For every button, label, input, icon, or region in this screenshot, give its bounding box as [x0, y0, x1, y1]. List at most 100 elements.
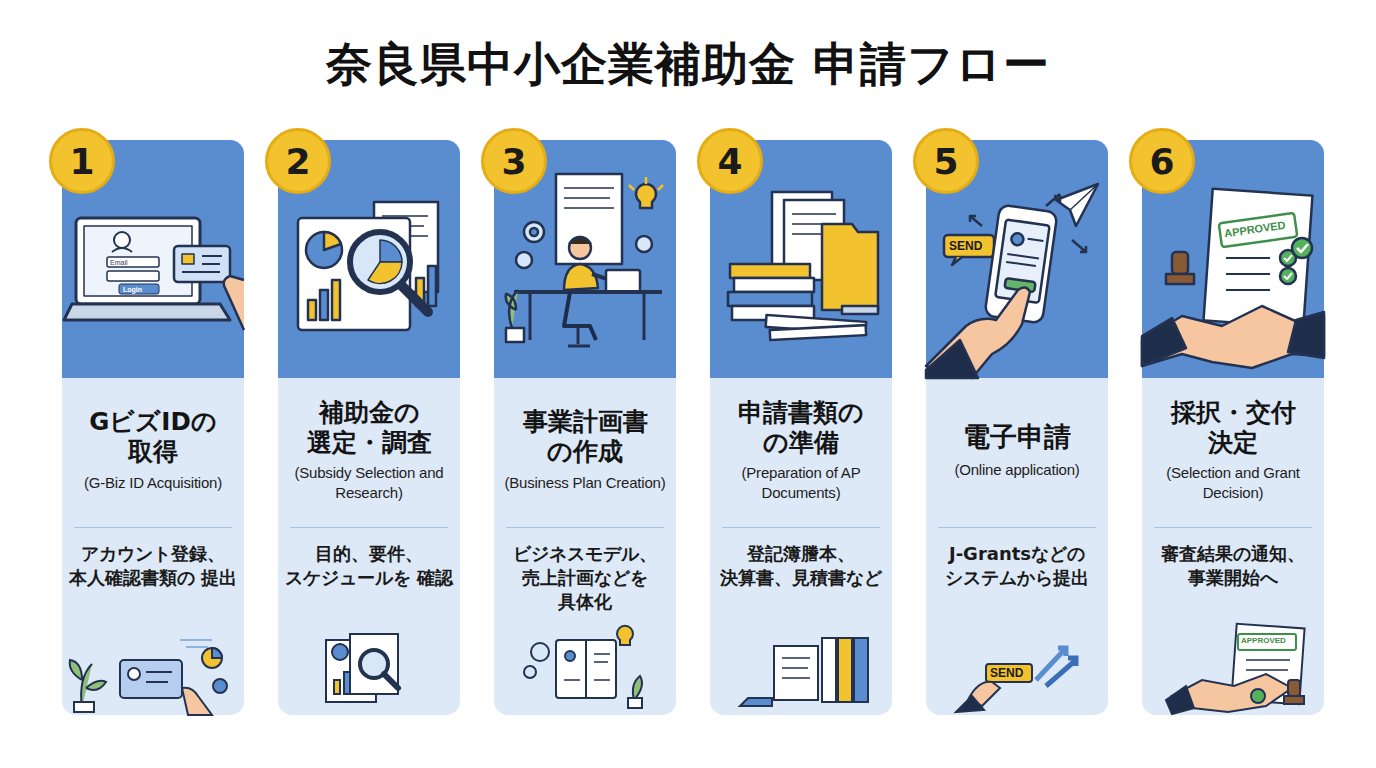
step-title: GビズIDの 取得: [62, 407, 244, 467]
approval-icon-part: [1166, 274, 1194, 284]
phone-icon-part: [944, 235, 994, 257]
card-heading: 事業計画書 の作成(Business Plan Creation): [494, 380, 676, 520]
approval-icon-part: [1204, 189, 1313, 328]
step-number: 2: [285, 141, 310, 182]
step-number-circle: 3: [481, 128, 547, 194]
planning-icon-part: [514, 290, 662, 294]
approval-icon: [1142, 189, 1324, 368]
step-card: 電子申請(Online application) J-Grantsなどの システム…: [926, 140, 1108, 715]
card-heading: 補助金の 選定・調査(Subsidy Selection and Researc…: [278, 380, 460, 520]
planning-small-icon-part: [585, 640, 587, 698]
research-small-icon-part: [350, 634, 398, 694]
step-subtitle: (Preparation of AP Documents): [710, 463, 892, 502]
documents-icon-part: [770, 325, 866, 340]
id-card-icon-part: [128, 668, 140, 680]
send-small-icon-part: [1046, 658, 1076, 686]
approval-icon-part: [1219, 213, 1298, 247]
send-small-icon-part: [956, 696, 984, 712]
id-card-icon-part: [182, 688, 212, 715]
step-description-area: J-Grantsなどの システムから提出: [938, 527, 1096, 590]
id-card-icon-part: [213, 679, 227, 693]
approval-small-icon-part: [1251, 689, 1265, 703]
laptop-icon-part: [174, 246, 230, 282]
planning-small-icon-part: [565, 651, 575, 661]
send-small-icon-part: [986, 664, 1032, 682]
research-icon-part: [320, 290, 328, 320]
approval-icon-part: [1297, 244, 1308, 252]
documents-small-icon-part: [782, 658, 810, 678]
card-heading: 電子申請(Online application): [926, 380, 1108, 520]
diagram-title: 奈良県中小企業補助金 申請フロー: [0, 34, 1376, 96]
planning-icon-part: [636, 236, 652, 252]
step-title: 補助金の 選定・調査: [278, 398, 460, 458]
illustration-label: APPROVED: [1241, 636, 1286, 646]
planning-icon-part: [564, 188, 614, 208]
approval-small-icon-part: [1238, 634, 1296, 650]
planning-icon: [506, 174, 663, 346]
id-card-icon-part: [212, 648, 222, 658]
id-card-icon-part: [202, 648, 222, 668]
id-card-icon-part: [70, 660, 106, 708]
planning-icon-part: [516, 252, 532, 268]
card-heading: 申請書類の の準備 (Preparation of AP Documents): [710, 380, 892, 520]
phone-icon-part: [1011, 232, 1025, 246]
planning-small-icon-part: [564, 654, 610, 680]
approval-small-icon-part: [1246, 660, 1290, 670]
phone-icon: [926, 184, 1098, 378]
id-card-icon: [70, 640, 227, 715]
phone-icon-part: [970, 216, 982, 226]
step-number-circle: 1: [49, 128, 115, 194]
step-description: 登記簿謄本、 決算書、見積書など: [714, 542, 888, 590]
step-card: 申請書類の の準備 (Preparation of AP Documents) 登記…: [710, 140, 892, 715]
laptop-icon-part: [112, 248, 132, 252]
research-icon-part: [308, 300, 316, 320]
laptop-icon-part: [182, 256, 222, 272]
research-icon-part: [332, 280, 340, 320]
card-top-band-part: [710, 140, 892, 378]
laptop-icon-part: [76, 218, 200, 304]
approval-icon-part: [1172, 252, 1188, 274]
approval-icon-part: [1292, 238, 1312, 258]
illustration-label: SEND: [990, 666, 1023, 680]
step-subtitle: (Business Plan Creation): [498, 473, 671, 493]
research-small-icon-part: [332, 644, 348, 660]
card-heading: 採択・交付 決定(Selection and Grant Decision): [1142, 380, 1324, 520]
documents-small-icon-part: [822, 638, 836, 702]
phone-icon-part: [952, 257, 962, 265]
approval-icon-part: [1142, 318, 1186, 366]
step-title: 申請書類の の準備: [710, 398, 892, 458]
planning-icon-part: [564, 292, 596, 340]
approval-icon-part: [1226, 258, 1270, 290]
laptop-icon-part: [119, 284, 159, 294]
card-background-part: [710, 140, 892, 715]
research-icon-part: [368, 262, 402, 284]
planning-icon-part: [629, 177, 663, 190]
step-description: J-Grantsなどの システムから提出: [930, 542, 1104, 590]
documents-small-icon-part: [838, 638, 852, 702]
research-icon-part: [380, 240, 402, 262]
illustration-label: Email: [110, 258, 128, 267]
laptop-icon-part: [182, 254, 194, 264]
planning-icon-part: [556, 174, 622, 264]
research-icon-part: [428, 266, 436, 306]
planning-small-icon-part: [556, 640, 616, 698]
planning-icon-part: [569, 237, 591, 259]
planning-icon-part: [606, 270, 640, 292]
documents-icon: [728, 192, 878, 340]
step-description-area: 審査結果の通知、 事業開始へ: [1154, 527, 1312, 590]
research-small-icon-part: [344, 672, 350, 694]
phone-icon-part: [1046, 194, 1060, 206]
phone-icon-part: [926, 287, 1030, 378]
id-card-icon-part: [74, 702, 94, 712]
step-number: 4: [717, 141, 742, 182]
card-background-part: [926, 140, 1108, 715]
phone-icon-part: [1070, 184, 1098, 210]
step-number-circle: 6: [1129, 128, 1195, 194]
documents-icon-part: [734, 278, 814, 292]
research-icon-part: [402, 286, 428, 312]
illustration-label: Login: [123, 285, 142, 294]
research-icon-part: [324, 232, 341, 250]
step-description-area: ビジネスモデル、 売上計画などを 具体化: [506, 527, 664, 613]
